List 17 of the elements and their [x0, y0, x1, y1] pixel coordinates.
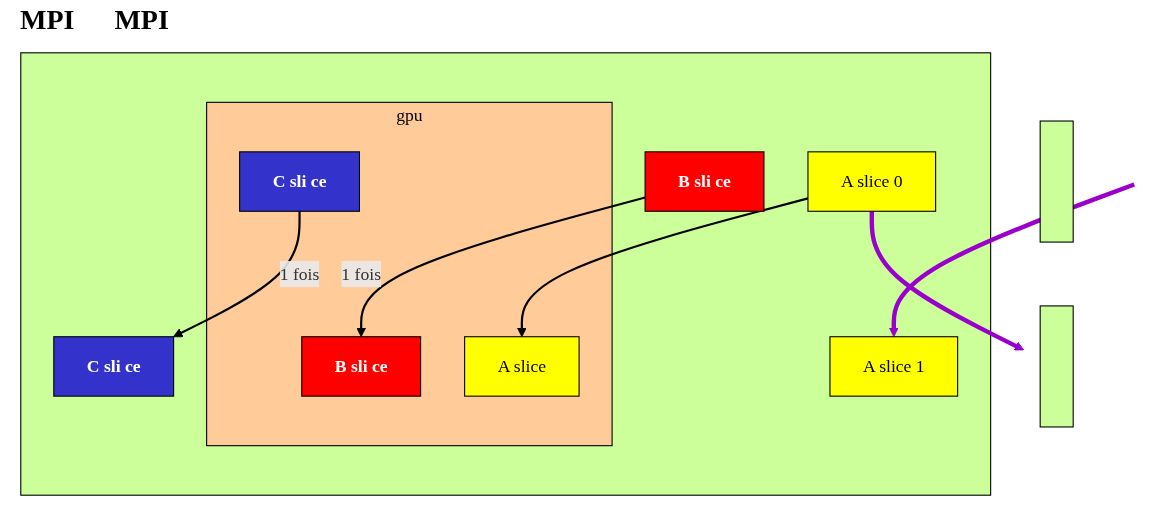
data-slice-box: B sli ce [644, 151, 765, 212]
mpi-label: MPI [20, 4, 75, 37]
arrow [869, 211, 1025, 351]
data-slice-box: A slice 1 [829, 336, 959, 397]
data-slice-box: C sli ce [53, 336, 175, 397]
arrow [356, 196, 646, 338]
edge-label: 1 fois [341, 260, 381, 288]
data-slice-box: B sli ce [301, 336, 422, 397]
data-slice-box: A slice [464, 336, 580, 397]
arrow [173, 211, 301, 338]
edge-label: 1 fois [279, 260, 320, 288]
data-slice-box: C sli ce [239, 151, 360, 212]
arrow [888, 182, 1135, 338]
mpi-label: MPI [114, 4, 169, 37]
data-slice-box: A slice 0 [807, 151, 937, 212]
mpi-process-bar [1039, 305, 1074, 428]
mpi-process-bar [1039, 120, 1074, 243]
